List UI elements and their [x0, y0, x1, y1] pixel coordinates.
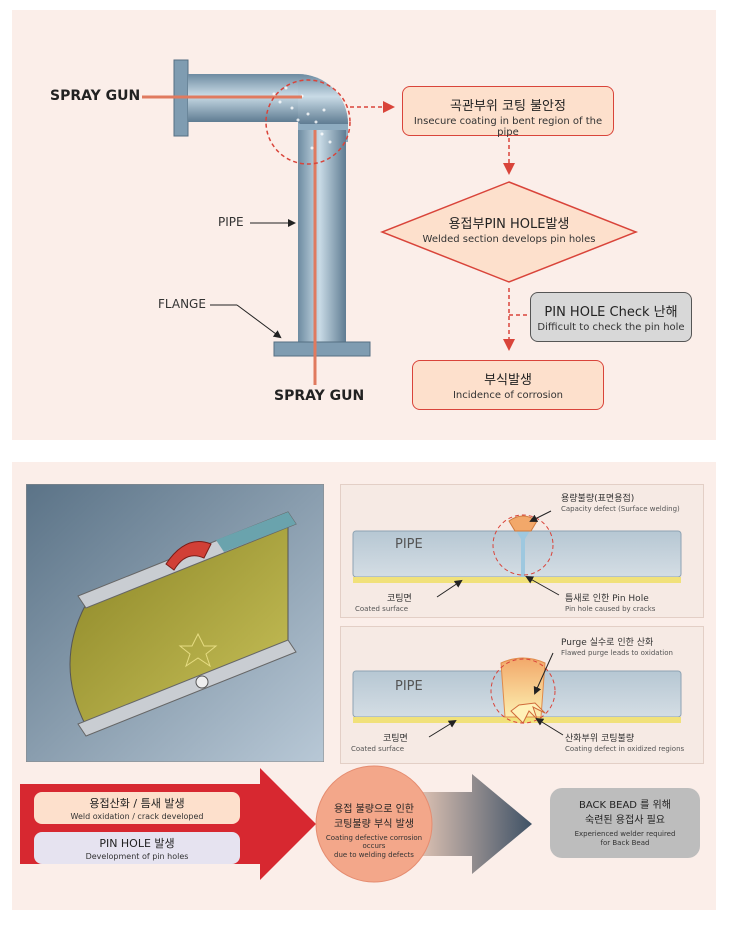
insecure-coating-kr: 곡관부위 코팅 불안정	[450, 99, 566, 114]
coated-surface-kr-1: 코팅면	[387, 594, 412, 604]
pin-hole-development-kr: PIN HOLE 발생	[99, 837, 175, 850]
back-bead-en-line2: for Back Bead	[600, 839, 650, 847]
circle-en-line1: Coating defective corrosion occurs	[325, 834, 423, 850]
top-panel: SPRAY GUN SPRAY GUN PIPE FLANGE 곡관부위 코팅 …	[12, 10, 716, 440]
pin-hole-check-kr: PIN HOLE Check 난해	[544, 305, 678, 320]
pipe-label-1: PIPE	[395, 537, 423, 552]
vertical-pipe-segment	[298, 130, 346, 342]
circle-kr-line1: 용접 불량으로 인한	[334, 804, 414, 815]
back-bead-text: BACK BEAD 를 위해 숙련된 용접사 필요 Experienced we…	[550, 796, 700, 847]
back-bead-kr-line1: BACK BEAD 를 위해	[579, 800, 671, 811]
back-bead-kr-line2: 숙련된 용접사 필요	[585, 815, 665, 826]
corrosion-box: 부식발생 Incidence of corrosion	[412, 360, 604, 410]
pin-hole-kr: 용접부PIN HOLE발생	[448, 217, 570, 232]
gray-flow-arrow	[412, 774, 532, 874]
spray-gun-label-left: SPRAY GUN	[50, 88, 141, 104]
pin-hole-cracks-en: Pin hole caused by cracks	[565, 605, 656, 613]
pipe-elbow	[298, 74, 348, 124]
oxidized-coating-en: Coating defect in oxidized regions	[565, 745, 685, 753]
pin-hole-en: Welded section develops pin holes	[422, 234, 596, 245]
circle-en-line2: due to welding defects	[334, 851, 414, 859]
pin-hole-check-box: PIN HOLE Check 난해 Difficult to check the…	[530, 292, 692, 342]
spray-gun-label-bottom: SPRAY GUN	[274, 388, 365, 404]
bottom-flange	[273, 341, 371, 357]
defect-diagram-1: PIPE 용량불량(표면용접) Capacity defect (Surface…	[340, 484, 704, 618]
corrosion-en: Incidence of corrosion	[452, 390, 564, 401]
back-bead-en-line1: Experienced welder required	[574, 830, 676, 838]
flange-label: FLANGE	[158, 297, 206, 311]
coated-surface-kr-2: 코팅면	[383, 734, 408, 744]
insecure-coating-box: 곡관부위 코팅 불안정 Insecure coating in bent reg…	[402, 86, 614, 138]
purge-oxidation-kr: Purge 실수로 인한 산화	[561, 638, 654, 648]
defect-diagram-2: PIPE Purge 실수로 인한 산화 Flawed purge leads …	[340, 626, 704, 764]
purge-oxidation-en: Flawed purge leads to oxidation	[561, 649, 673, 657]
circle-kr-line2: 코팅불량 부식 발생	[334, 819, 414, 830]
pipe-label-2: PIPE	[395, 679, 423, 694]
corrosion-circle	[315, 765, 433, 883]
spray-particles	[272, 86, 332, 150]
bent-pipe-illustration	[142, 59, 639, 385]
capacity-defect-kr: 용량불량(표면용접)	[561, 494, 635, 504]
corrosion-kr: 부식발생	[484, 373, 532, 388]
coated-surface-en-1: Coated surface	[355, 605, 409, 613]
weld-oxidation-box: 용접산화 / 틈새 발생 Weld oxidation / crack deve…	[34, 792, 240, 824]
pin-hole-check-en: Difficult to check the pin hole	[537, 322, 685, 333]
oxidized-coating-kr: 산화부위 코팅불량	[565, 734, 635, 744]
back-bead-box	[550, 788, 700, 858]
bent-region-highlight	[265, 79, 351, 165]
pin-hole-cracks-kr: 틈새로 인한 Pin Hole	[565, 594, 649, 604]
corrosion-circle-text: 용접 불량으로 인한 코팅불량 부식 발생 Coating defective …	[318, 800, 430, 859]
pin-hole-development-en: Development of pin holes	[85, 852, 189, 861]
coated-surface-en-2: Coated surface	[351, 745, 405, 753]
pin-hole-diamond-text: 용접부PIN HOLE발생 Welded section develops pi…	[422, 213, 596, 253]
bottom-panel: PIPE 용량불량(표면용접) Capacity defect (Surface…	[12, 462, 716, 910]
pipe-label: PIPE	[218, 215, 244, 229]
capacity-defect-en: Capacity defect (Surface welding)	[561, 505, 680, 513]
pin-hole-development-box: PIN HOLE 발생 Development of pin holes	[34, 832, 240, 864]
insecure-coating-en: Insecure coating in bent region of the p…	[413, 116, 603, 138]
diamond-shape	[379, 181, 639, 283]
weld-oxidation-kr: 용접산화 / 틈새 발생	[89, 797, 185, 810]
weld-oxidation-en: Weld oxidation / crack developed	[70, 812, 204, 821]
pipe-cutaway-illustration	[26, 484, 324, 762]
